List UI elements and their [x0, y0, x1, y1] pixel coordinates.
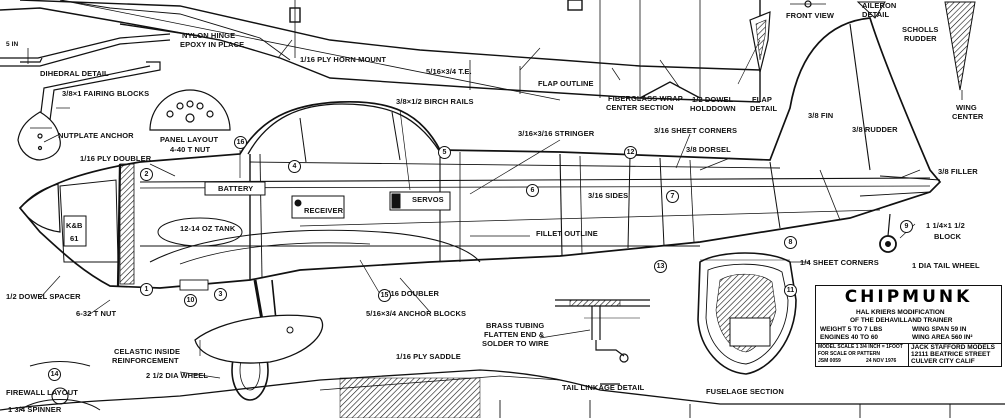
kb-label-1: K&B	[66, 221, 83, 230]
kb-label-2: 61	[70, 234, 79, 243]
ply-doubler-label: 1/16 PLY DOUBLER	[80, 154, 152, 163]
part-number: 11	[784, 284, 797, 297]
panel-layout-label: PANEL LAYOUT	[160, 135, 219, 144]
wing-area-spec: WING AREA 560 IN²	[912, 334, 973, 341]
anchor-blocks-label: 5/16×3/4 ANCHOR BLOCKS	[366, 309, 467, 318]
t-nut-632-label: 6-32 T NUT	[76, 309, 117, 318]
nylon-hinge-label: NYLON HINGE	[182, 31, 236, 40]
leader-lines	[39, 39, 921, 379]
part-number: 9	[900, 220, 913, 233]
stringer-label: 3/16×3/16 STRINGER	[518, 129, 595, 138]
battery-label: BATTERY	[218, 184, 254, 193]
weight-spec: WEIGHT 5 TO 7 LBS	[820, 326, 883, 333]
aileron-detail-label-1: AILERON	[862, 1, 897, 10]
bottom-wing	[0, 361, 1005, 418]
part-number: 5	[438, 146, 451, 159]
for-scale: FOR SCALE OR PATTERN	[818, 351, 881, 357]
brass-tubing-label-2: FLATTEN END &	[484, 330, 545, 339]
part-number: 4	[288, 160, 301, 173]
part-number: 1	[140, 283, 153, 296]
dowel-holddown-label-2: HOLDDOWN	[690, 104, 736, 113]
street: 12111 BEATRICE STREET	[911, 351, 991, 358]
part-number: 16	[234, 136, 247, 149]
part-number: 10	[184, 294, 197, 307]
t-nut-440-label: 4-40 T NUT	[170, 145, 211, 154]
fiberglass-wrap-label: FIBERGLASS WRAP	[608, 94, 683, 103]
part-number: 14	[48, 368, 61, 381]
part-number: 2	[140, 168, 153, 181]
scholls-label-1: SCHOLLS	[902, 25, 939, 34]
part-number: 7	[666, 190, 679, 203]
model-scale: MODEL SCALE 1 3/4 INCH = 1FOOT	[818, 344, 903, 350]
scholls-label-2: RUDDER	[904, 34, 937, 43]
firewall-layout-label: FIREWALL LAYOUT	[6, 388, 78, 397]
subtitle-line-2: OF THE DEHAVILLAND TRAINER	[850, 317, 953, 324]
wing-panel	[0, 0, 761, 103]
part-number: 13	[654, 260, 667, 273]
city: CULVER CITY CALIF	[911, 358, 975, 365]
flap-detail-label-1: FLAP	[752, 95, 772, 104]
ply-horn-mount-label: 1/16 PLY HORN MOUNT	[300, 55, 387, 64]
tail-linkage-detail	[555, 299, 650, 385]
engines-spec: ENGINES 40 TO 60	[820, 334, 879, 341]
plan-title: CHIPMUNK	[844, 287, 973, 307]
designer: JACK STAFFORD MODELS	[911, 344, 996, 351]
title-block: CHIPMUNK HAL KRIERS MODIFICATION OF THE …	[815, 285, 1002, 367]
fuselage-side-view	[18, 17, 942, 401]
rudder-label: 3/8 RUDDER	[852, 125, 898, 134]
part-number: 15	[378, 289, 391, 302]
wing-span-spec: WING SPAN 59 IN	[912, 326, 967, 333]
aileron-detail-label-2: DETAIL	[862, 10, 890, 19]
filler-label: 3/8 FILLER	[938, 167, 978, 176]
fuselage-section-label: FUSELAGE SECTION	[706, 387, 784, 396]
tail-wheel-label: 1 DIA TAIL WHEEL	[912, 261, 980, 270]
fillet-outline-label: FILLET OUTLINE	[536, 229, 598, 238]
nutplate-label: NUTPLATE ANCHOR	[58, 131, 134, 140]
dia-wheel-label: 2 1/2 DIA WHEEL	[146, 371, 209, 380]
sides-label: 3/16 SIDES	[588, 191, 629, 200]
flap-detail-label-2: DETAIL	[750, 104, 778, 113]
brass-tubing-label-3: SOLDER TO WIRE	[482, 339, 549, 348]
part-number: 12	[624, 146, 637, 159]
tank-label: 12-14 OZ TANK	[180, 224, 236, 233]
epoxy-label: EPOXY IN PLACE	[180, 40, 245, 49]
celastic-label-2: REINFORCEMENT	[112, 356, 179, 365]
dihedral-detail	[0, 33, 231, 161]
quarter-sheet-corners-label: 1/4 SHEET CORNERS	[800, 258, 879, 267]
dowel-spacer-label: 1/2 DOWEL SPACER	[6, 292, 81, 301]
part-number: 3	[214, 288, 227, 301]
five-in-label: 5 IN	[6, 41, 19, 48]
flap-detail	[737, 0, 976, 100]
doubler-316-label: 3/16 DOUBLER	[384, 289, 439, 298]
part-number: 8	[784, 236, 797, 249]
birch-rails-label: 3/8×1/2 BIRCH RAILS	[396, 97, 474, 106]
subtitle-line-1: HAL KRIERS MODIFICATION	[856, 309, 945, 316]
part-number: 6	[526, 184, 539, 197]
receiver-label: RECEIVER	[304, 206, 344, 215]
fairing-blocks-label: 3/8×1 FAIRING BLOCKS	[62, 89, 150, 98]
celastic-label-1: CELASTIC INSIDE	[114, 347, 181, 356]
plan-date: 24 NOV 1976	[866, 358, 897, 364]
wing-center-label-2: CENTER	[952, 112, 984, 121]
te-label: 5/16×3/4 T.E.	[426, 67, 472, 76]
tail-linkage-label: TAIL LINKAGE DETAIL	[562, 383, 645, 392]
block-label-1: 1 1/4×1 1/2	[926, 221, 965, 230]
ply-saddle-label: 1/16 PLY SADDLE	[396, 352, 461, 361]
block-label-2: BLOCK	[934, 232, 962, 241]
wing-center-label-1: WING	[956, 103, 977, 112]
jsm-number: JSM 0059	[818, 358, 841, 364]
fin-label: 3/8 FIN	[808, 111, 834, 120]
brass-tubing-label-1: BRASS TUBING	[486, 321, 545, 330]
dorsel-label: 3/8 DORSEL	[686, 145, 731, 154]
fuselage-section	[697, 252, 797, 375]
front-view-label: FRONT VIEW	[786, 11, 835, 20]
servos-label: SERVOS	[412, 195, 444, 204]
dihedral-label: DIHEDRAL DETAIL	[40, 69, 109, 78]
spinner-label: 1 3/4 SPINNER	[8, 405, 62, 414]
dowel-holddown-label-1: 1/2 DOWEL	[692, 95, 734, 104]
flap-outline-label: FLAP OUTLINE	[538, 79, 594, 88]
center-section-label: CENTER SECTION	[606, 103, 674, 112]
sheet-corners-label: 3/16 SHEET CORNERS	[654, 126, 738, 135]
